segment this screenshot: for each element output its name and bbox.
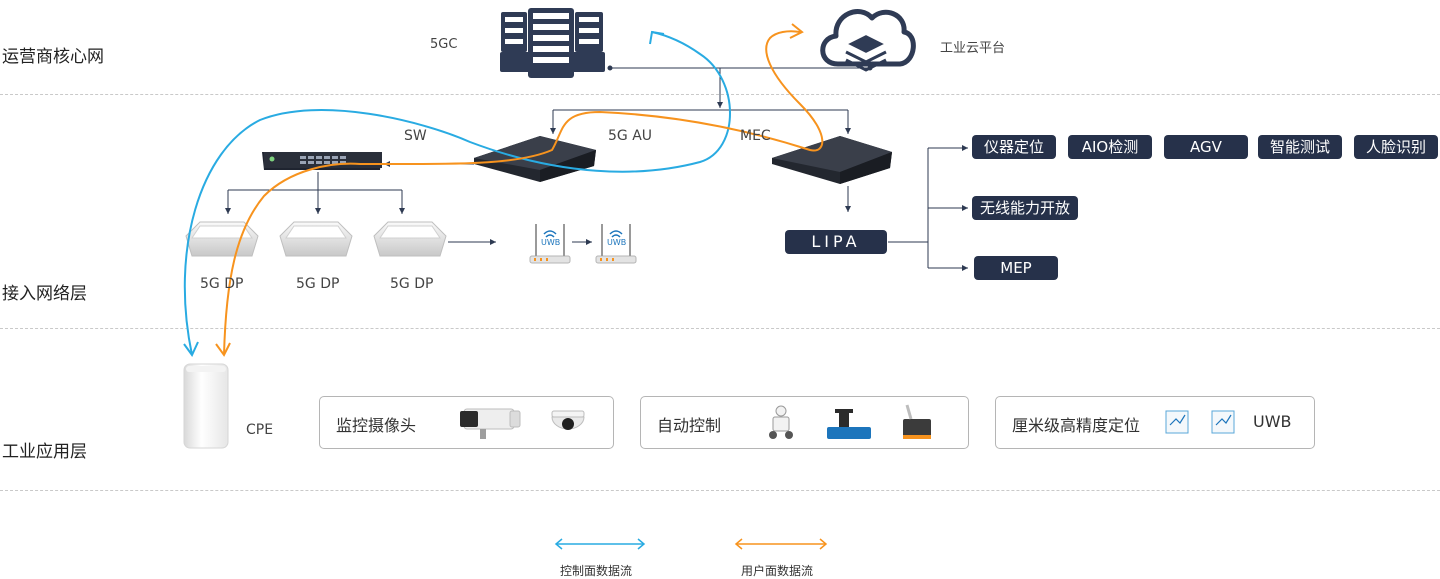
positioning-icons xyxy=(1165,410,1235,434)
app-box-auto-control: 自动控制 xyxy=(640,396,969,449)
node-label-dp: 5G DP xyxy=(296,276,340,292)
node-label-sw: SW xyxy=(404,128,427,144)
capability-tag: AGV xyxy=(1164,135,1248,159)
capability-tag: 智能测试 xyxy=(1258,135,1342,159)
layer-divider xyxy=(0,490,1440,491)
capability-tag: 人脸识别 xyxy=(1354,135,1438,159)
control-flow-arrowhead xyxy=(183,341,199,357)
node-label-uwb: UWB xyxy=(607,238,627,247)
capability-tag: MEP xyxy=(974,256,1058,280)
layer-label-core: 运营商核心网 xyxy=(2,47,104,67)
node-label-uwb: UWB xyxy=(541,238,561,247)
agv-robot-arm-icon xyxy=(903,404,931,439)
app-box-title: 厘米级高精度定位 xyxy=(1012,416,1141,435)
capability-tag: AIO检测 xyxy=(1068,135,1152,159)
uwb-label: UWB xyxy=(1253,412,1292,431)
dp-device-icon xyxy=(185,221,259,257)
uwb-tag-icon xyxy=(1165,410,1189,434)
robot-icons xyxy=(769,404,931,439)
switch-dp-links xyxy=(225,172,405,214)
agv-icon xyxy=(827,409,871,439)
uwb-router-icon xyxy=(595,224,637,264)
legend-control-arrow xyxy=(554,538,646,550)
node-label-cloud: 工业云平台 xyxy=(940,41,1006,56)
legend-user-arrow xyxy=(734,538,828,550)
node-label-mec: MEC xyxy=(740,128,771,144)
dome-camera-icon xyxy=(551,410,585,430)
node-label-dp: 5G DP xyxy=(390,276,434,292)
legend-label-user: 用户面数据流 xyxy=(741,564,814,578)
legend-label-control: 控制面数据流 xyxy=(560,564,633,578)
node-label-au: 5G AU xyxy=(608,128,653,144)
au-device-icon xyxy=(474,136,596,182)
node-label-cpe: CPE xyxy=(246,422,274,438)
uwb-tag-icon xyxy=(1211,410,1235,434)
bullet-camera-icon xyxy=(460,408,521,439)
uwb-router-icon xyxy=(529,224,571,264)
mec-device-icon xyxy=(772,136,892,184)
user-flow-arrowhead xyxy=(789,23,804,39)
app-box-positioning: 厘米级高精度定位 UWB xyxy=(995,396,1315,449)
robot-icon xyxy=(769,405,793,439)
node-label-dp: 5G DP xyxy=(200,276,244,292)
capability-tag: 仪器定位 xyxy=(972,135,1056,159)
node-label-5gc: 5GC xyxy=(430,37,458,52)
user-flow-arrowhead xyxy=(215,342,231,357)
lipa-tag: LIPA xyxy=(785,230,887,254)
core-server-icon xyxy=(500,8,605,78)
layer-divider xyxy=(0,328,1440,329)
user-plane-flow xyxy=(223,30,824,356)
app-box-title: 自动控制 xyxy=(657,416,722,435)
cpe-device-icon xyxy=(183,363,229,449)
control-flow-arrowhead xyxy=(649,30,665,45)
camera-icons xyxy=(460,408,585,439)
mec-lipa-link xyxy=(845,145,968,271)
app-box-camera: 监控摄像头 xyxy=(319,396,614,449)
dp-device-icon xyxy=(279,221,353,257)
cloud-platform-icon xyxy=(820,9,916,72)
app-box-title: 监控摄像头 xyxy=(336,416,417,435)
core-connector xyxy=(550,65,873,134)
capability-tag: 无线能力开放 xyxy=(972,196,1078,220)
layer-label-access: 接入网络层 xyxy=(2,284,87,304)
dp-device-icon xyxy=(373,221,447,257)
control-plane-flow xyxy=(183,31,731,356)
layer-label-application: 工业应用层 xyxy=(2,442,87,462)
